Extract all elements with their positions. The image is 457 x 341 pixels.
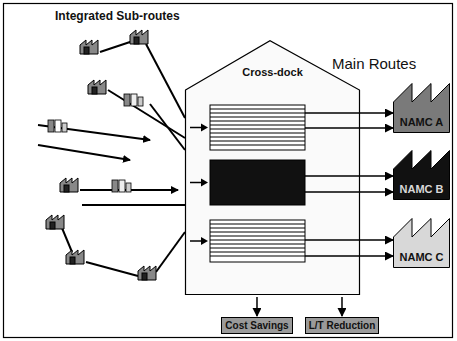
route-stub bbox=[305, 112, 360, 114]
frame bbox=[4, 4, 453, 338]
factory-outline bbox=[394, 219, 450, 268]
node-label: NAMC C bbox=[400, 251, 444, 263]
pallet-stack bbox=[190, 160, 305, 205]
route-arrow bbox=[256, 297, 258, 316]
supplier-factories bbox=[46, 30, 156, 280]
house-outline bbox=[185, 40, 360, 295]
route-arrow bbox=[360, 175, 393, 177]
route-arrow bbox=[360, 127, 393, 129]
route-arrow bbox=[360, 191, 393, 193]
pallet-stack bbox=[190, 220, 305, 262]
route-stub bbox=[305, 239, 360, 241]
plant-factory: NAMC C bbox=[393, 218, 450, 268]
route-arrow bbox=[360, 255, 393, 257]
supplier-trucks bbox=[48, 94, 143, 192]
node-label: Cost Savings bbox=[225, 320, 288, 331]
plant-factory: NAMC B bbox=[393, 150, 450, 200]
plant-factory: NAMC A bbox=[393, 83, 450, 133]
heading-label: Integrated Sub-routes bbox=[55, 9, 180, 23]
node-label: L/T Reduction bbox=[309, 320, 376, 331]
factory-outline bbox=[394, 84, 450, 133]
route-stub bbox=[305, 175, 360, 177]
result-box: L/T Reduction bbox=[305, 317, 380, 334]
result-box: Cost Savings bbox=[221, 317, 292, 334]
route-stub bbox=[305, 255, 360, 257]
node-label: Cross-dock bbox=[242, 66, 303, 78]
node-label: NAMC A bbox=[400, 116, 444, 128]
route-stub bbox=[305, 191, 360, 193]
factory-outline bbox=[394, 151, 450, 200]
cross-dock-building: Cross-dock bbox=[185, 40, 360, 295]
heading-label: Main Routes bbox=[332, 55, 416, 72]
route-arrow bbox=[360, 112, 393, 114]
route-arrow bbox=[360, 239, 393, 241]
node-label: NAMC B bbox=[400, 183, 444, 195]
route-arrow bbox=[341, 297, 343, 316]
pallet-stack bbox=[190, 105, 305, 150]
house-outline bbox=[186, 41, 360, 295]
route-stub bbox=[305, 127, 360, 129]
supplier-routes bbox=[38, 40, 185, 276]
